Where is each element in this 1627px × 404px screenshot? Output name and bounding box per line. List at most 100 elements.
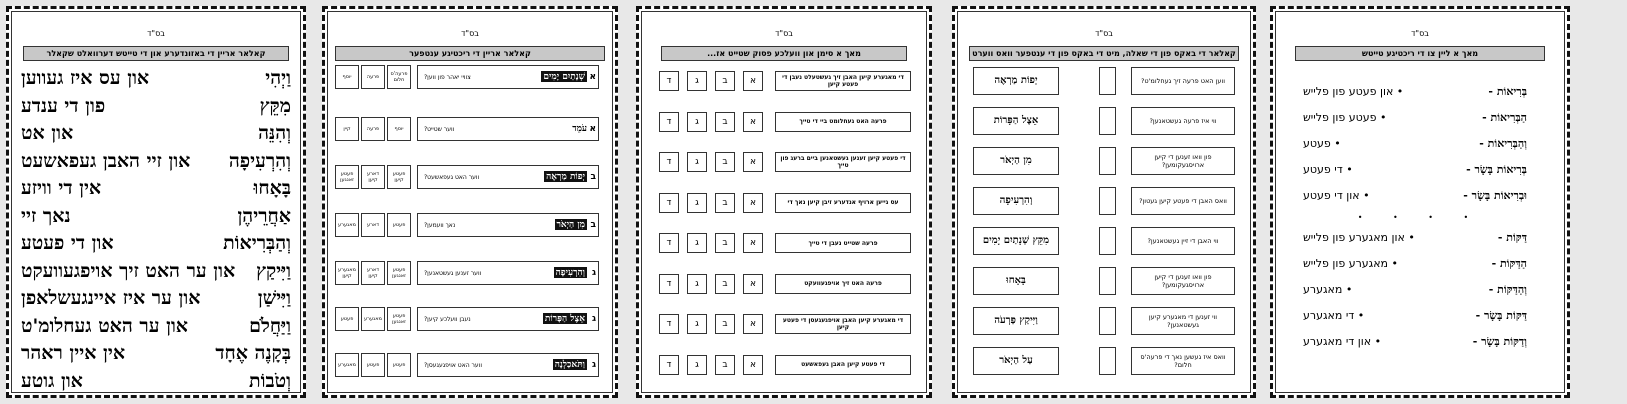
option-box[interactable]: ג: [687, 354, 707, 375]
option-box[interactable]: א: [743, 192, 763, 213]
answer-option-box[interactable]: פעטע קיען: [387, 165, 411, 189]
option-box[interactable]: א: [743, 354, 763, 375]
question-box[interactable]: ווי האבן די זיין געשטאנען?: [1131, 227, 1235, 255]
statement-box: פרעה האט געחלומט ביי די טייך: [775, 111, 911, 132]
answer-box[interactable]: בָּאָחוּ: [973, 267, 1059, 295]
question-text: צוויי יאהר פון ווען?: [424, 74, 471, 81]
answer-option-box[interactable]: פעטע: [335, 307, 359, 331]
hebrew-term: וַתֹּאכַלְנָה: [552, 359, 587, 370]
option-box[interactable]: א: [743, 314, 763, 334]
option-box[interactable]: ד: [659, 111, 679, 132]
option-box[interactable]: ב: [715, 152, 735, 172]
answer-option-box[interactable]: דארע קיען: [361, 165, 385, 189]
hebrew-term: יְפוֹת מַרְאֶה: [544, 171, 587, 182]
answer-option-box[interactable]: פעטע: [387, 353, 411, 377]
answer-option-box[interactable]: יוסף: [335, 65, 359, 89]
connector-square[interactable]: [1099, 147, 1116, 175]
option-box[interactable]: ג: [687, 192, 707, 213]
hebrew-word: הַבְּרִיאוֹת -: [1482, 111, 1527, 124]
option-box[interactable]: ד: [659, 354, 679, 375]
bsd-label: בס"ד: [1095, 29, 1113, 38]
answer-box[interactable]: וְהִרְעִיפָה: [973, 187, 1059, 215]
answer-option-box[interactable]: מאגערע קיען: [335, 261, 359, 285]
option-box[interactable]: ד: [659, 192, 679, 213]
answer-option-box[interactable]: דארע קיען: [361, 261, 385, 285]
option-box[interactable]: ב: [715, 314, 735, 334]
option-box[interactable]: ג: [687, 111, 707, 132]
option-box[interactable]: א: [743, 233, 763, 253]
option-box[interactable]: ב: [715, 354, 735, 375]
option-box[interactable]: ד: [659, 233, 679, 253]
answer-option-box[interactable]: מאגערע: [335, 213, 359, 237]
answer-option-box[interactable]: קיין: [335, 117, 359, 141]
yiddish-translation: און ער האט געחלומ'ט: [21, 314, 189, 337]
statement-box: די מאגערע קיען האבן אויפגעגעסן די פעטע ק…: [775, 314, 911, 334]
answer-option-box[interactable]: פעטע זאנגען: [335, 165, 359, 189]
connector-square[interactable]: [1099, 67, 1116, 95]
question-box[interactable]: פון וואו זענען די קיען ארויסגעקומען?: [1131, 267, 1235, 295]
question-box[interactable]: ווי זענען די מאגערע קיען געשטאנען?: [1131, 307, 1235, 335]
yiddish-translation: • פעטע פון פלייש: [1303, 111, 1387, 124]
match-row: וְהַדַּקּוֹת -• מאגערע: [1303, 283, 1535, 307]
match-row: הַבְּרִיאוֹת - • פעטע פון פלייש: [1303, 111, 1535, 135]
answer-option-box[interactable]: פרעה: [361, 117, 385, 141]
option-box[interactable]: א: [743, 111, 763, 132]
option-box[interactable]: ג: [687, 71, 707, 91]
option-box[interactable]: ב: [715, 233, 735, 253]
answer-box[interactable]: וַיִּיקַץ פַּרְעֹה: [973, 307, 1059, 335]
answer-option-box[interactable]: פעטע זאנגען: [387, 261, 411, 285]
connector-square[interactable]: [1099, 227, 1116, 255]
answer-option-box[interactable]: פרעה: [361, 65, 385, 89]
connector-square[interactable]: [1099, 187, 1116, 215]
connector-square[interactable]: [1099, 347, 1116, 375]
option-box[interactable]: ג: [687, 273, 707, 294]
question-box[interactable]: ווען האט פרעה זיך געחלומ'ט?: [1131, 67, 1235, 95]
option-box[interactable]: ב: [715, 71, 735, 91]
question-box[interactable]: וואס איז געשען נאך די פרעה'ס חלום?: [1131, 347, 1235, 375]
answer-option-box[interactable]: דארע: [361, 213, 385, 237]
answer-box[interactable]: אֵצֶל הַפָּרוֹת: [973, 107, 1059, 135]
answer-option-box[interactable]: יוסף: [387, 117, 411, 141]
answer-option-box[interactable]: פעטע: [361, 353, 385, 377]
option-box[interactable]: א: [743, 273, 763, 294]
question-box[interactable]: ווי איז פרעה געשטאנען?: [1131, 107, 1235, 135]
connector-square[interactable]: [1099, 307, 1116, 335]
option-box[interactable]: א: [743, 152, 763, 172]
answer-option-box[interactable]: פעטע זאנגען: [387, 307, 411, 331]
worksheet-page-5: בס"ד מאך א ליין צו די ריכטיגע טייטש • • …: [1270, 6, 1570, 398]
answer-box[interactable]: מִקֵּץ שְׁנָתַיִם יָמִים: [973, 227, 1059, 255]
option-box[interactable]: ב: [715, 111, 735, 132]
answer-option-box[interactable]: מאגערע: [335, 353, 359, 377]
connector-square[interactable]: [1099, 107, 1116, 135]
answer-box[interactable]: מִן הַיְאֹר: [973, 147, 1059, 175]
option-box[interactable]: ב: [715, 192, 735, 213]
option-box[interactable]: ג: [687, 314, 707, 334]
question-box[interactable]: פון וואו זענען די קיען ארויסגעקומען?: [1131, 147, 1235, 175]
hebrew-word: בְּרִיאוֹת בָּשָׂר -: [1466, 163, 1527, 176]
option-box[interactable]: ג: [687, 152, 707, 172]
answer-box[interactable]: עַל הַיְאֹר: [973, 347, 1059, 375]
statement-box: פרעה האט זיך אויפגעוועקט: [775, 273, 911, 294]
question-box[interactable]: וואס האבן די פעטע קיען געטון?: [1131, 187, 1235, 215]
option-box[interactable]: א: [743, 71, 763, 91]
connector-square[interactable]: [1099, 267, 1116, 295]
option-box[interactable]: ד: [659, 273, 679, 294]
option-box[interactable]: ב: [715, 273, 735, 294]
answer-box[interactable]: יְפוֹת מַרְאֶה: [973, 67, 1059, 95]
option-box[interactable]: ג: [687, 233, 707, 253]
answer-option-box[interactable]: מאגערע: [361, 307, 385, 331]
hebrew-word: וְהִרְעִיפָה: [228, 149, 291, 172]
option-box[interactable]: ד: [659, 71, 679, 91]
answer-option-box[interactable]: פעטע: [387, 213, 411, 237]
answer-option-box[interactable]: פרעה'ס חלום: [387, 65, 411, 89]
option-box[interactable]: ד: [659, 152, 679, 172]
option-box[interactable]: ד: [659, 314, 679, 334]
